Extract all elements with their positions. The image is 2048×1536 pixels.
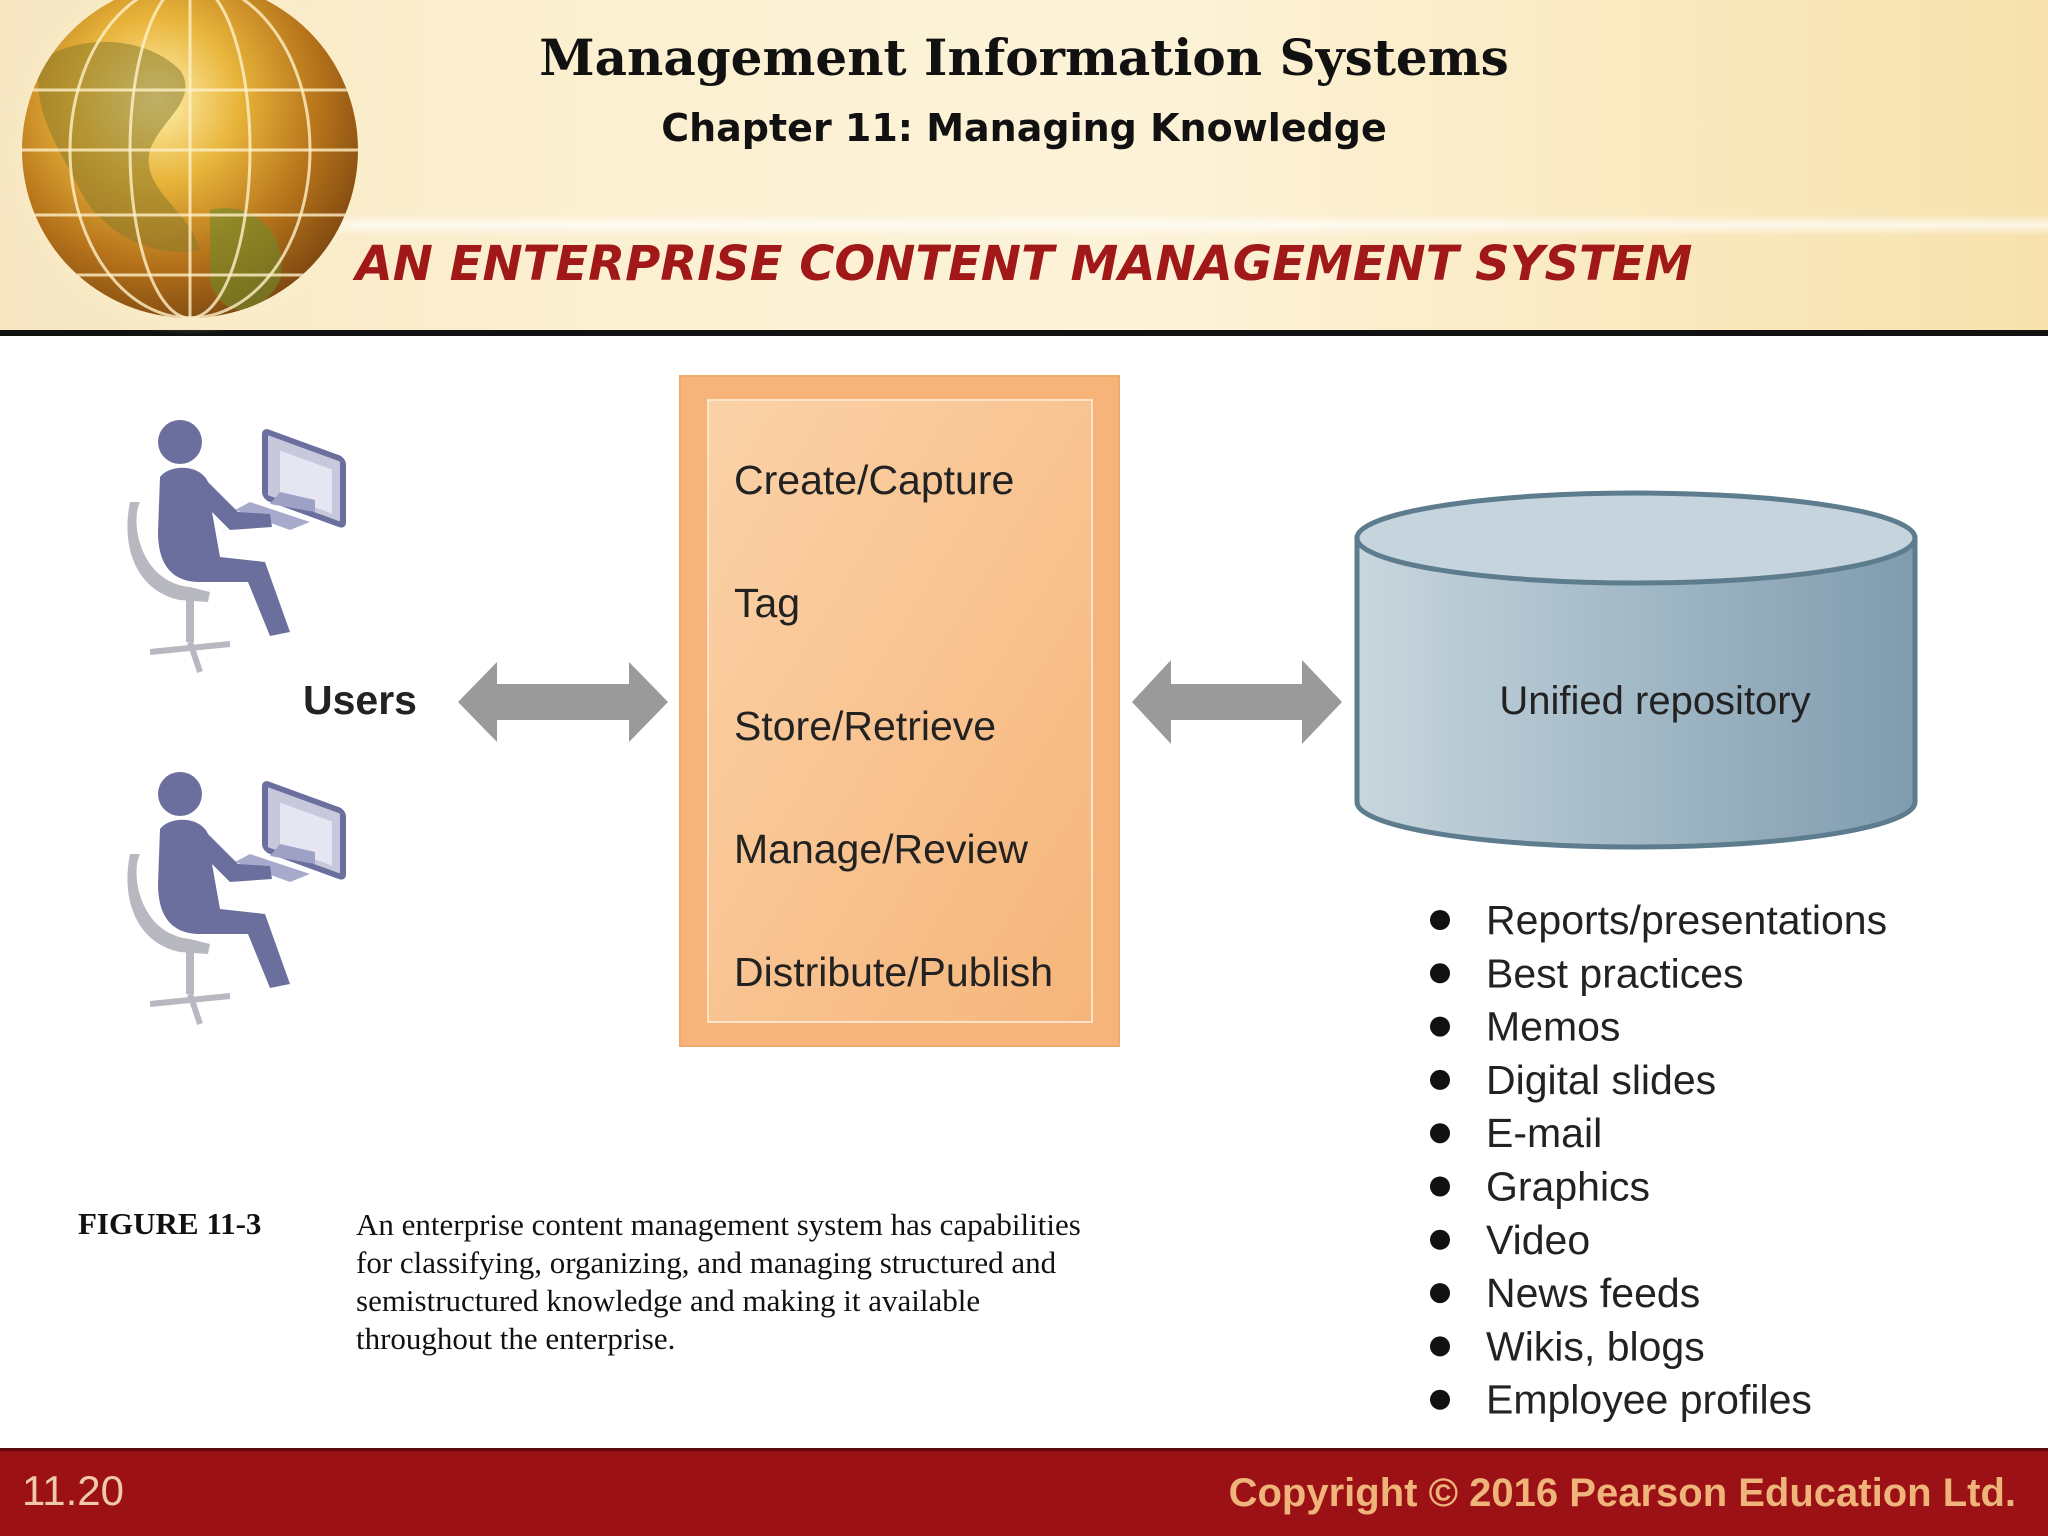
bullet-icon [1430,1176,1450,1197]
repository-item: News feeds [1486,1270,1700,1316]
process-step: Distribute/Publish [734,949,1053,995]
chapter-title: Chapter 11: Managing Knowledge [661,106,1387,150]
process-box [679,375,1120,1047]
bullet-icon [1430,1069,1450,1090]
repository-item: Graphics [1486,1164,1650,1210]
header-stripe [330,214,2048,236]
repository-item: Best practices [1486,950,1744,996]
globe-icon [5,0,375,335]
bullet-icon [1430,963,1450,984]
process-step: Create/Capture [734,457,1014,503]
repository-item: Digital slides [1486,1057,1716,1103]
bullet-icon [1430,1389,1450,1410]
user-icon [127,420,343,672]
copyright-notice: Copyright © 2016 Pearson Education Ltd. [1228,1471,2016,1515]
repository-label: Unified repository [1499,679,1810,723]
repository-item: Video [1486,1217,1590,1263]
bidirectional-arrow-right [1132,660,1342,744]
book-title: Management Information Systems [539,28,1509,87]
repository-item: E-mail [1486,1110,1602,1156]
bullet-icon [1430,1229,1450,1250]
slide-footer: 11.20 Copyright © 2016 Pearson Education… [0,1448,2048,1536]
figure-caption: An enterprise content management system … [356,1207,1081,1356]
process-step: Tag [734,580,800,626]
repository-item: Memos [1486,1004,1620,1050]
user-icon [127,772,343,1024]
repository-cylinder [1354,490,1918,850]
bullet-icon [1430,1016,1450,1037]
process-steps: Create/CaptureTagStore/RetrieveManage/Re… [734,457,1053,995]
repository-item: Employee profiles [1486,1377,1812,1423]
repository-item: Reports/presentations [1486,897,1887,943]
bullet-icon [1430,910,1450,930]
slide-number: 11.20 [22,1467,124,1514]
bullet-icon [1430,1336,1450,1357]
process-step: Store/Retrieve [734,703,996,749]
bullet-icon [1430,1123,1450,1144]
repository-item: Wikis, blogs [1486,1323,1705,1369]
slide-title: AN ENTERPRISE CONTENT MANAGEMENT SYSTEM [355,236,1693,292]
figure-label: FIGURE 11-3 [78,1206,262,1241]
ecm-diagram: Users Create/CaptureTagStore/RetrieveMan… [0,375,1918,1423]
users-label: Users [303,677,417,723]
bidirectional-arrow-left [458,662,668,742]
bullet-icon [1430,1283,1450,1304]
process-step: Manage/Review [734,826,1028,872]
slide-header: Management Information Systems Chapter 1… [0,0,2048,336]
